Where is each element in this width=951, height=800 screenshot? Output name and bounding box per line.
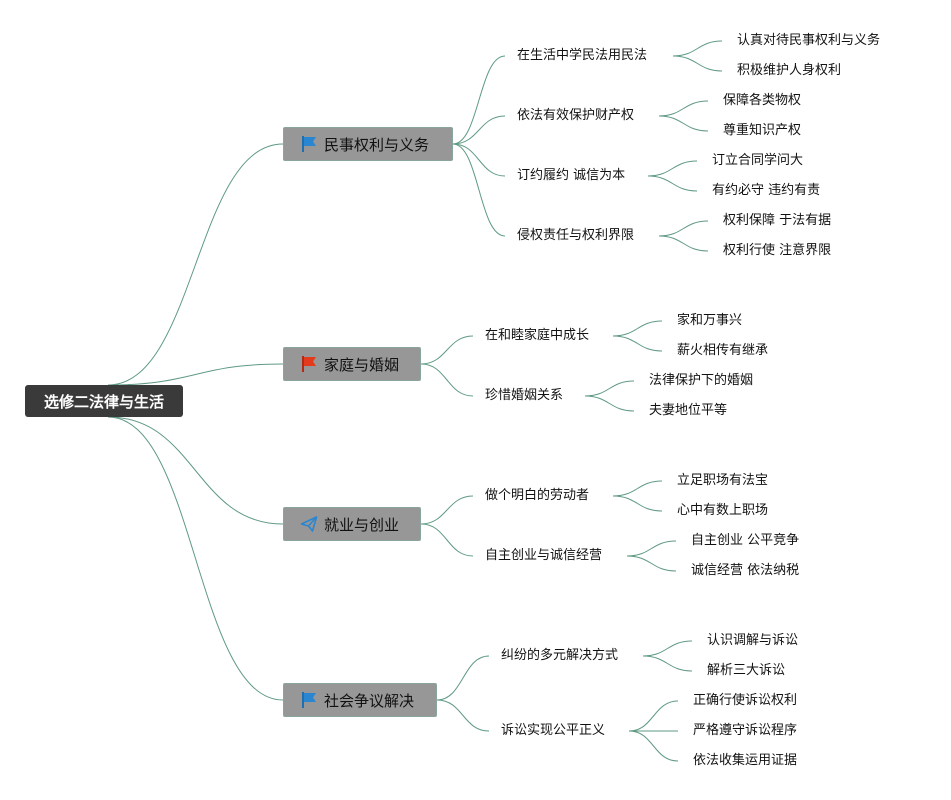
link-topic-2-0-leaf-1 (612, 495, 663, 512)
leaf-1-1-0[interactable]: 法律保护下的婚姻 (649, 373, 754, 388)
link-root-branch-2 (107, 416, 284, 525)
branch-node-dispute-resolution[interactable]: 社会争议解决 (283, 683, 437, 717)
branch-label: 社会争议解决 (324, 691, 415, 710)
topic-0-3[interactable]: 侵权责任与权利界限 (517, 228, 635, 243)
leaf-1-1-1[interactable]: 夫妻地位平等 (649, 403, 728, 418)
leaf-3-0-0[interactable]: 认识调解与诉讼 (707, 633, 799, 648)
link-branch-1-topic-0 (420, 335, 474, 365)
topic-3-1[interactable]: 诉讼实现公平正义 (501, 723, 606, 738)
leaf-0-3-1[interactable]: 权利行使 注意界限 (723, 243, 832, 258)
leaf-3-0-1[interactable]: 解析三大诉讼 (707, 663, 786, 678)
leaf-0-1-1[interactable]: 尊重知识产权 (723, 123, 802, 138)
root-node[interactable]: 选修二法律与生活 (25, 385, 183, 417)
topic-2-0[interactable]: 做个明白的劳动者 (485, 488, 590, 503)
link-branch-0-topic-3 (452, 143, 506, 237)
link-topic-2-0-leaf-0 (612, 480, 663, 497)
leaf-2-1-0[interactable]: 自主创业 公平竞争 (691, 533, 800, 548)
link-branch-1-topic-1 (420, 363, 474, 397)
link-branch-2-topic-1 (420, 523, 474, 557)
link-topic-3-0-leaf-0 (642, 640, 693, 657)
link-branch-2-topic-0 (420, 495, 474, 525)
link-topic-0-1-leaf-0 (658, 100, 709, 117)
branch-label: 就业与创业 (324, 515, 400, 534)
link-root-branch-1 (107, 363, 284, 386)
leaf-0-2-1[interactable]: 有约必守 违约有责 (712, 183, 821, 198)
leaf-0-2-0[interactable]: 订立合同学问大 (712, 153, 804, 168)
topic-0-2[interactable]: 订约履约 诚信为本 (517, 168, 626, 183)
link-topic-2-1-leaf-0 (626, 540, 677, 557)
link-topic-0-2-leaf-1 (647, 175, 698, 192)
link-topic-0-0-leaf-0 (672, 40, 723, 57)
topic-1-0[interactable]: 在和睦家庭中成长 (485, 328, 590, 343)
topic-1-1[interactable]: 珍惜婚姻关系 (485, 388, 564, 403)
leaf-3-1-0[interactable]: 正确行使诉讼权利 (693, 693, 798, 708)
leaf-2-0-1[interactable]: 心中有数上职场 (677, 503, 769, 518)
branch-node-civil-rights[interactable]: 民事权利与义务 (283, 127, 453, 161)
link-topic-0-0-leaf-1 (672, 55, 723, 72)
red-flag-icon (300, 355, 318, 373)
link-root-branch-0 (107, 143, 284, 386)
leaf-2-0-0[interactable]: 立足职场有法宝 (677, 473, 769, 488)
topic-0-1[interactable]: 依法有效保护财产权 (517, 108, 635, 123)
link-branch-3-topic-1 (436, 699, 490, 732)
link-topic-0-3-leaf-1 (658, 235, 709, 252)
link-branch-0-topic-1 (452, 115, 506, 145)
link-topic-1-1-leaf-0 (584, 380, 635, 397)
leaf-0-0-0[interactable]: 认真对待民事权利与义务 (737, 33, 881, 48)
topic-0-0[interactable]: 在生活中学民法用民法 (517, 48, 648, 63)
link-topic-1-1-leaf-1 (584, 395, 635, 412)
topic-2-1[interactable]: 自主创业与诚信经营 (485, 548, 603, 563)
link-branch-3-topic-0 (436, 655, 490, 701)
leaf-3-1-2[interactable]: 依法收集运用证据 (693, 753, 798, 768)
branch-label: 家庭与婚姻 (324, 355, 400, 374)
link-topic-3-0-leaf-1 (642, 655, 693, 672)
leaf-3-1-1[interactable]: 严格遵守诉讼程序 (693, 723, 798, 738)
link-branch-0-topic-0 (452, 55, 506, 145)
leaf-2-1-1[interactable]: 诚信经营 依法纳税 (691, 563, 800, 578)
link-topic-1-0-leaf-1 (612, 335, 663, 352)
blue-flag-icon (300, 135, 318, 153)
branch-node-family-marriage[interactable]: 家庭与婚姻 (283, 347, 421, 381)
link-topic-0-3-leaf-0 (658, 220, 709, 237)
branch-node-employment[interactable]: 就业与创业 (283, 507, 421, 541)
link-topic-0-2-leaf-0 (647, 160, 698, 177)
blue-flag-icon (300, 691, 318, 709)
link-branch-0-topic-2 (452, 143, 506, 177)
leaf-1-0-0[interactable]: 家和万事兴 (677, 313, 743, 328)
link-topic-3-1-leaf-2 (628, 730, 679, 762)
link-topic-2-1-leaf-1 (626, 555, 677, 572)
topic-3-0[interactable]: 纠纷的多元解决方式 (501, 648, 619, 663)
leaf-0-1-0[interactable]: 保障各类物权 (723, 93, 802, 108)
branch-label: 民事权利与义务 (324, 135, 430, 154)
link-topic-1-0-leaf-0 (612, 320, 663, 337)
leaf-0-0-1[interactable]: 积极维护人身权利 (737, 63, 842, 78)
link-topic-0-1-leaf-1 (658, 115, 709, 132)
leaf-1-0-1[interactable]: 薪火相传有继承 (677, 343, 769, 358)
link-topic-3-1-leaf-0 (628, 700, 679, 732)
link-root-branch-3 (107, 416, 284, 701)
leaf-0-3-0[interactable]: 权利保障 于法有据 (723, 213, 832, 228)
paper-plane-icon (300, 515, 318, 533)
